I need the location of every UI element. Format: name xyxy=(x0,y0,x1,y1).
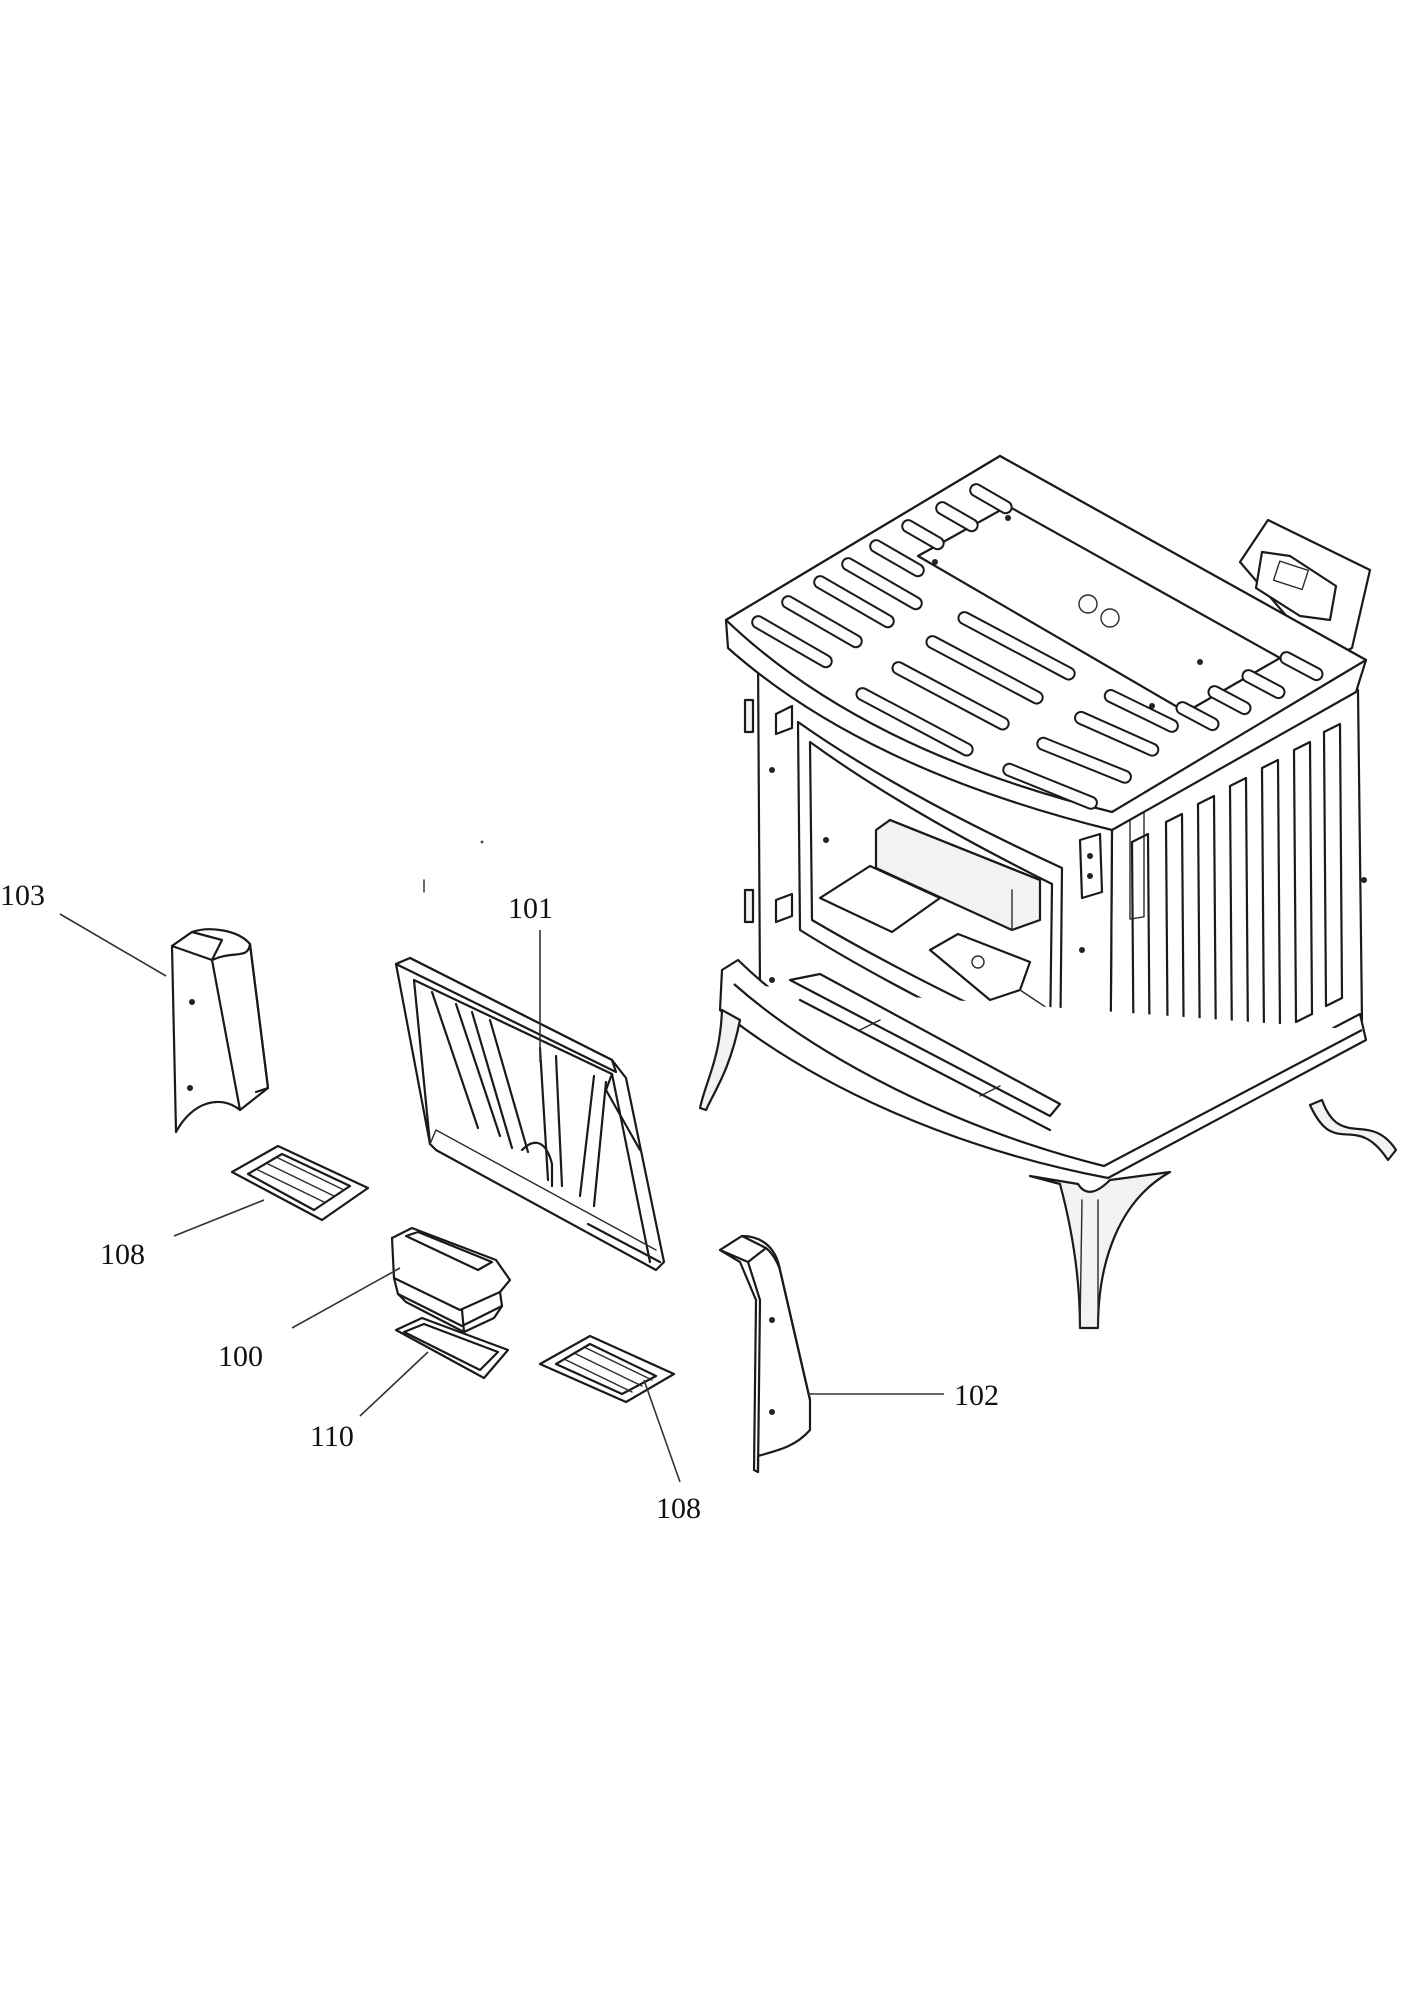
stove-top-plate xyxy=(724,454,1368,832)
callout-103: 103 xyxy=(0,879,45,912)
stove-front-leg-left xyxy=(698,1008,742,1112)
firebox-opening xyxy=(796,720,1064,1068)
part-110-gasket xyxy=(394,1316,510,1380)
leader-lines xyxy=(59,913,944,1483)
part-108-grate-right xyxy=(538,1334,676,1404)
leader-103 xyxy=(59,913,167,977)
leader-100 xyxy=(291,1267,401,1329)
part-102-side-liner xyxy=(718,1234,812,1474)
callout-102: 102 xyxy=(954,1379,999,1412)
stove-front-leg-center xyxy=(1028,1170,1172,1330)
leader-108b xyxy=(643,1379,681,1483)
part-103-side-liner xyxy=(170,928,270,1134)
stove-rear-leg xyxy=(1308,1098,1398,1162)
stray-marks xyxy=(423,840,484,893)
part-101-back-liner xyxy=(394,956,666,1272)
callout-101: 101 xyxy=(508,892,553,925)
callout-108-left: 108 xyxy=(100,1238,145,1271)
stove-base xyxy=(718,958,1368,1180)
callout-108-right: 108 xyxy=(656,1492,701,1525)
stove-assembly xyxy=(698,454,1398,1330)
callout-100: 100 xyxy=(218,1340,263,1373)
part-108-grate-left xyxy=(230,1144,370,1222)
leader-110 xyxy=(359,1351,429,1417)
leader-108a xyxy=(173,1199,265,1237)
callout-labels: 103 101 108 100 110 108 102 xyxy=(0,879,999,1525)
callout-110: 110 xyxy=(310,1420,354,1453)
part-100-ash-pot xyxy=(390,1226,512,1334)
top-vent-slots xyxy=(751,483,1324,810)
